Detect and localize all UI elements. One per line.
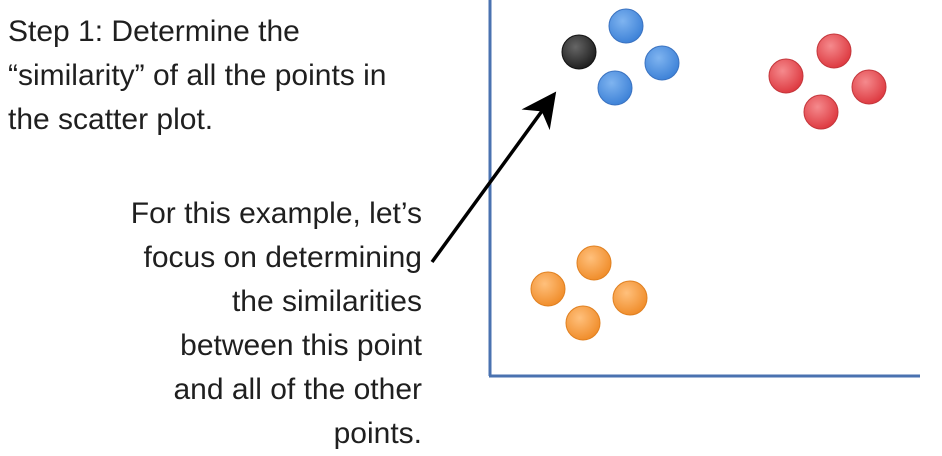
orange-point (576, 245, 612, 281)
blue-point (597, 70, 633, 106)
step-1-description: Step 1: Determine the “similarity” of al… (8, 15, 387, 136)
orange-point (530, 271, 566, 307)
red-cluster (768, 33, 887, 130)
red-point (768, 58, 804, 94)
blue-cluster (597, 8, 680, 106)
blue-point (608, 8, 644, 44)
focus-description: For this example, let’s focus on determi… (130, 197, 422, 450)
orange-point (565, 305, 601, 341)
red-point (803, 94, 839, 130)
orange-cluster (530, 245, 648, 341)
pointer-arrow (430, 91, 557, 264)
orange-point (612, 280, 648, 316)
red-point (851, 69, 887, 105)
red-point (816, 33, 852, 69)
blue-point (644, 45, 680, 81)
target-point (561, 34, 597, 70)
